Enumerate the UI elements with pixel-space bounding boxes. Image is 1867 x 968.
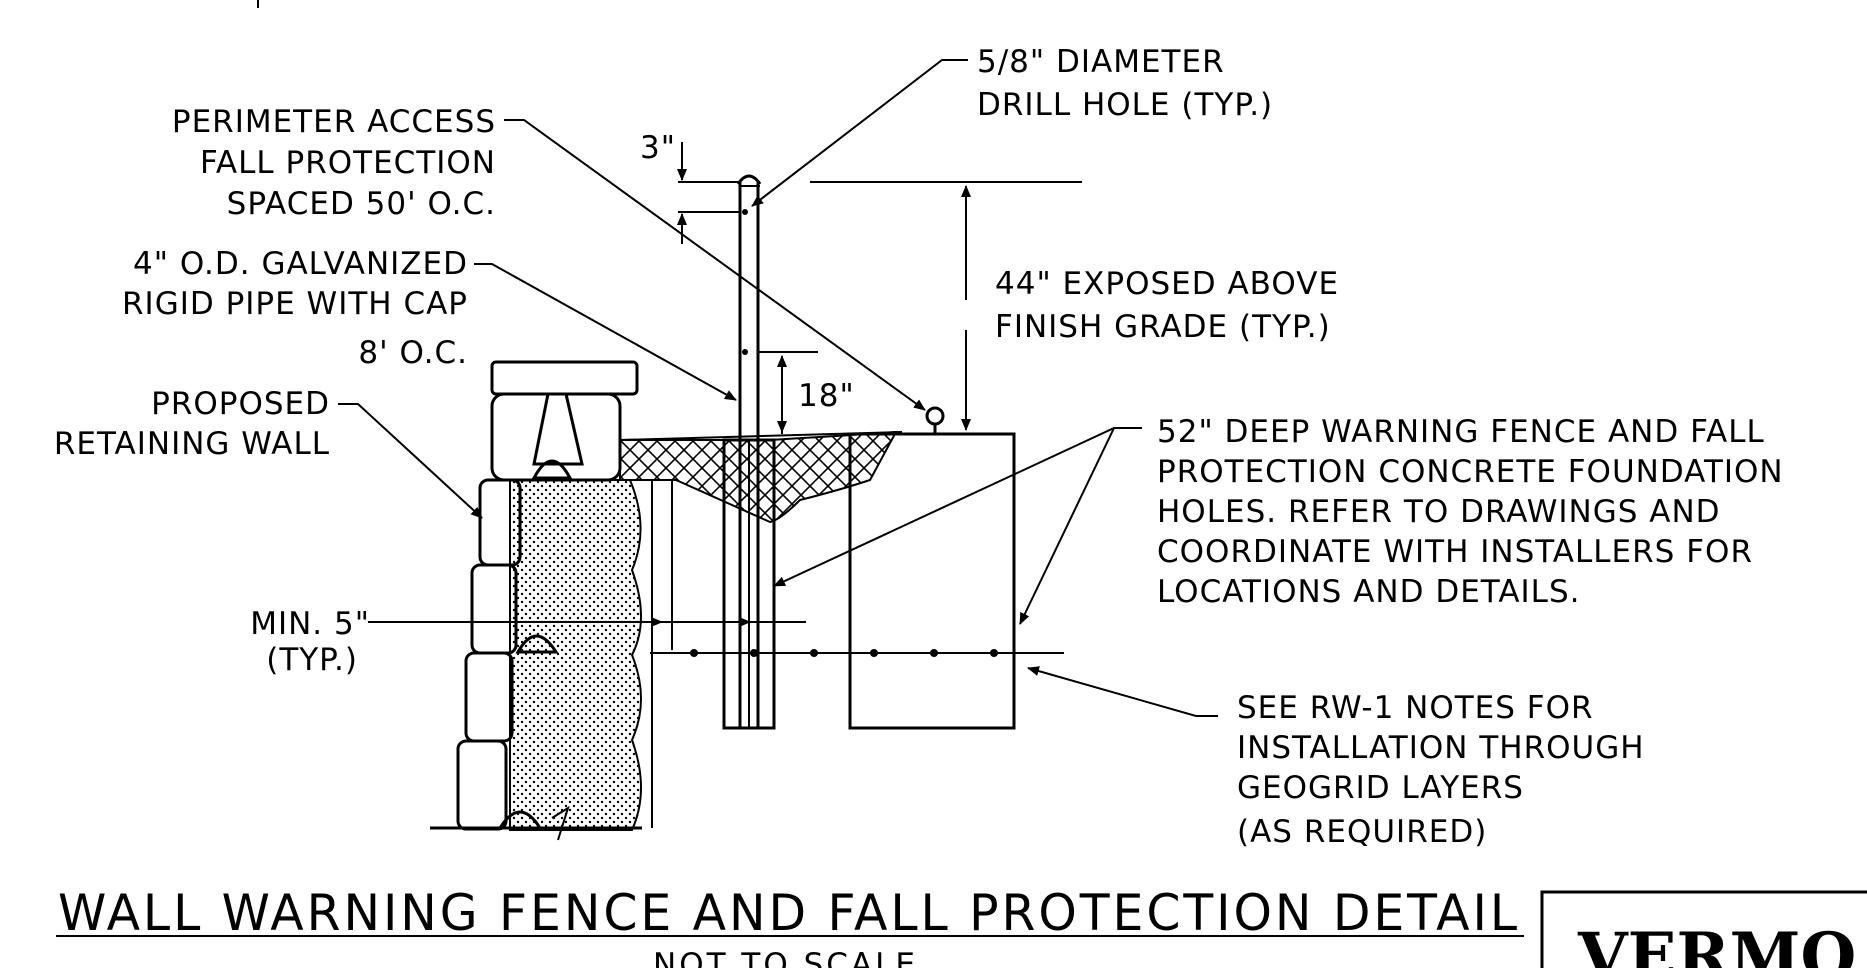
svg-text:RETAINING WALL: RETAINING WALL bbox=[54, 426, 330, 462]
wall-face-block-3 bbox=[464, 651, 514, 743]
svg-text:INSTALLATION THROUGH: INSTALLATION THROUGH bbox=[1237, 730, 1645, 766]
drain-pipe-1 bbox=[531, 459, 573, 480]
fall-protection-anchor bbox=[922, 406, 948, 436]
wall-block-top bbox=[490, 392, 622, 482]
geogrid-nodes bbox=[690, 649, 998, 657]
svg-text:8' O.C.: 8' O.C. bbox=[358, 335, 468, 371]
label-perimeter-access: PERIMETER ACCESS FALL PROTECTION SPACED … bbox=[172, 104, 496, 222]
company-logo: VERMO bbox=[1577, 919, 1856, 968]
svg-text:RIGID PIPE WITH CAP: RIGID PIPE WITH CAP bbox=[122, 286, 468, 322]
svg-text:GEOGRID LAYERS: GEOGRID LAYERS bbox=[1237, 770, 1524, 806]
svg-text:PROPOSED: PROPOSED bbox=[151, 386, 330, 422]
title-block bbox=[1540, 890, 1867, 968]
drawing-subtitle: NOT TO SCALE bbox=[653, 947, 918, 968]
label-retaining-wall: PROPOSED RETAINING WALL bbox=[54, 386, 330, 462]
leader-geogrid bbox=[1027, 666, 1218, 717]
anchor-ring bbox=[925, 406, 945, 426]
label-geogrid: SEE RW-1 NOTES FOR INSTALLATION THROUGH … bbox=[1237, 690, 1645, 850]
dim-18-label: 18" bbox=[798, 378, 855, 414]
pipe-and-footing bbox=[722, 174, 776, 730]
drainage-aggregate bbox=[509, 479, 642, 831]
svg-text:MIN. 5": MIN. 5" bbox=[250, 606, 370, 642]
drawing-title: WALL WARNING FENCE AND FALL PROTECTION D… bbox=[58, 884, 1520, 942]
svg-text:FALL PROTECTION: FALL PROTECTION bbox=[200, 145, 496, 181]
drill-hole-lower bbox=[742, 349, 748, 355]
svg-text:FINISH GRADE (TYP.): FINISH GRADE (TYP.) bbox=[995, 309, 1331, 345]
svg-text:44" EXPOSED ABOVE: 44" EXPOSED ABOVE bbox=[995, 266, 1339, 302]
dimension-44in bbox=[810, 181, 1082, 431]
svg-text:SPACED 50' O.C.: SPACED 50' O.C. bbox=[227, 186, 496, 222]
concrete-foundation bbox=[848, 432, 1016, 730]
dimension-3in: 3" bbox=[640, 130, 740, 244]
svg-text:LOCATIONS AND DETAILS.: LOCATIONS AND DETAILS. bbox=[1157, 574, 1580, 610]
galvanized-pipe bbox=[738, 182, 760, 728]
retaining-wall bbox=[430, 360, 673, 841]
label-pipe: 4" O.D. GALVANIZED RIGID PIPE WITH CAP 8… bbox=[122, 246, 468, 371]
svg-text:5/8" DIAMETER: 5/8" DIAMETER bbox=[977, 44, 1225, 80]
label-drill-hole: 5/8" DIAMETER DRILL HOLE (TYP.) bbox=[977, 44, 1273, 123]
svg-text:PROTECTION CONCRETE FOUNDATION: PROTECTION CONCRETE FOUNDATION bbox=[1157, 454, 1784, 490]
label-min-5: MIN. 5" (TYP.) bbox=[250, 606, 370, 678]
wall-cap bbox=[490, 360, 639, 396]
svg-text:DRILL HOLE (TYP.): DRILL HOLE (TYP.) bbox=[977, 87, 1273, 123]
svg-text:52" DEEP WARNING FENCE AND FAL: 52" DEEP WARNING FENCE AND FALL bbox=[1157, 414, 1765, 450]
svg-text:HOLES. REFER TO DRAWINGS AND: HOLES. REFER TO DRAWINGS AND bbox=[1157, 494, 1721, 530]
leader-perimeter-access bbox=[504, 119, 926, 411]
dim-3-label: 3" bbox=[640, 130, 676, 166]
svg-text:4" O.D. GALVANIZED: 4" O.D. GALVANIZED bbox=[133, 246, 468, 282]
drain-pipe-2 bbox=[515, 634, 559, 654]
leader-lines bbox=[338, 59, 1218, 717]
leader-drill-hole bbox=[751, 59, 968, 207]
wall-face-block-4 bbox=[456, 739, 508, 831]
label-exposed: 44" EXPOSED ABOVE FINISH GRADE (TYP.) bbox=[995, 266, 1339, 345]
drill-hole-upper bbox=[742, 209, 748, 215]
svg-text:(AS REQUIRED): (AS REQUIRED) bbox=[1237, 814, 1487, 850]
svg-text:PERIMETER ACCESS: PERIMETER ACCESS bbox=[172, 104, 496, 140]
svg-text:SEE RW-1 NOTES FOR: SEE RW-1 NOTES FOR bbox=[1237, 690, 1594, 726]
svg-text:(TYP.): (TYP.) bbox=[266, 642, 358, 678]
leader-retaining-wall bbox=[338, 403, 483, 519]
leader-pipe bbox=[474, 263, 737, 401]
svg-text:COORDINATE WITH INSTALLERS FOR: COORDINATE WITH INSTALLERS FOR bbox=[1157, 534, 1753, 570]
wall-block-void bbox=[532, 393, 584, 466]
leader-foundation-2 bbox=[1019, 427, 1115, 625]
dimension-18in: 18" bbox=[758, 351, 855, 434]
break-symbol bbox=[551, 805, 570, 841]
label-foundation: 52" DEEP WARNING FENCE AND FALL PROTECTI… bbox=[1157, 414, 1784, 610]
